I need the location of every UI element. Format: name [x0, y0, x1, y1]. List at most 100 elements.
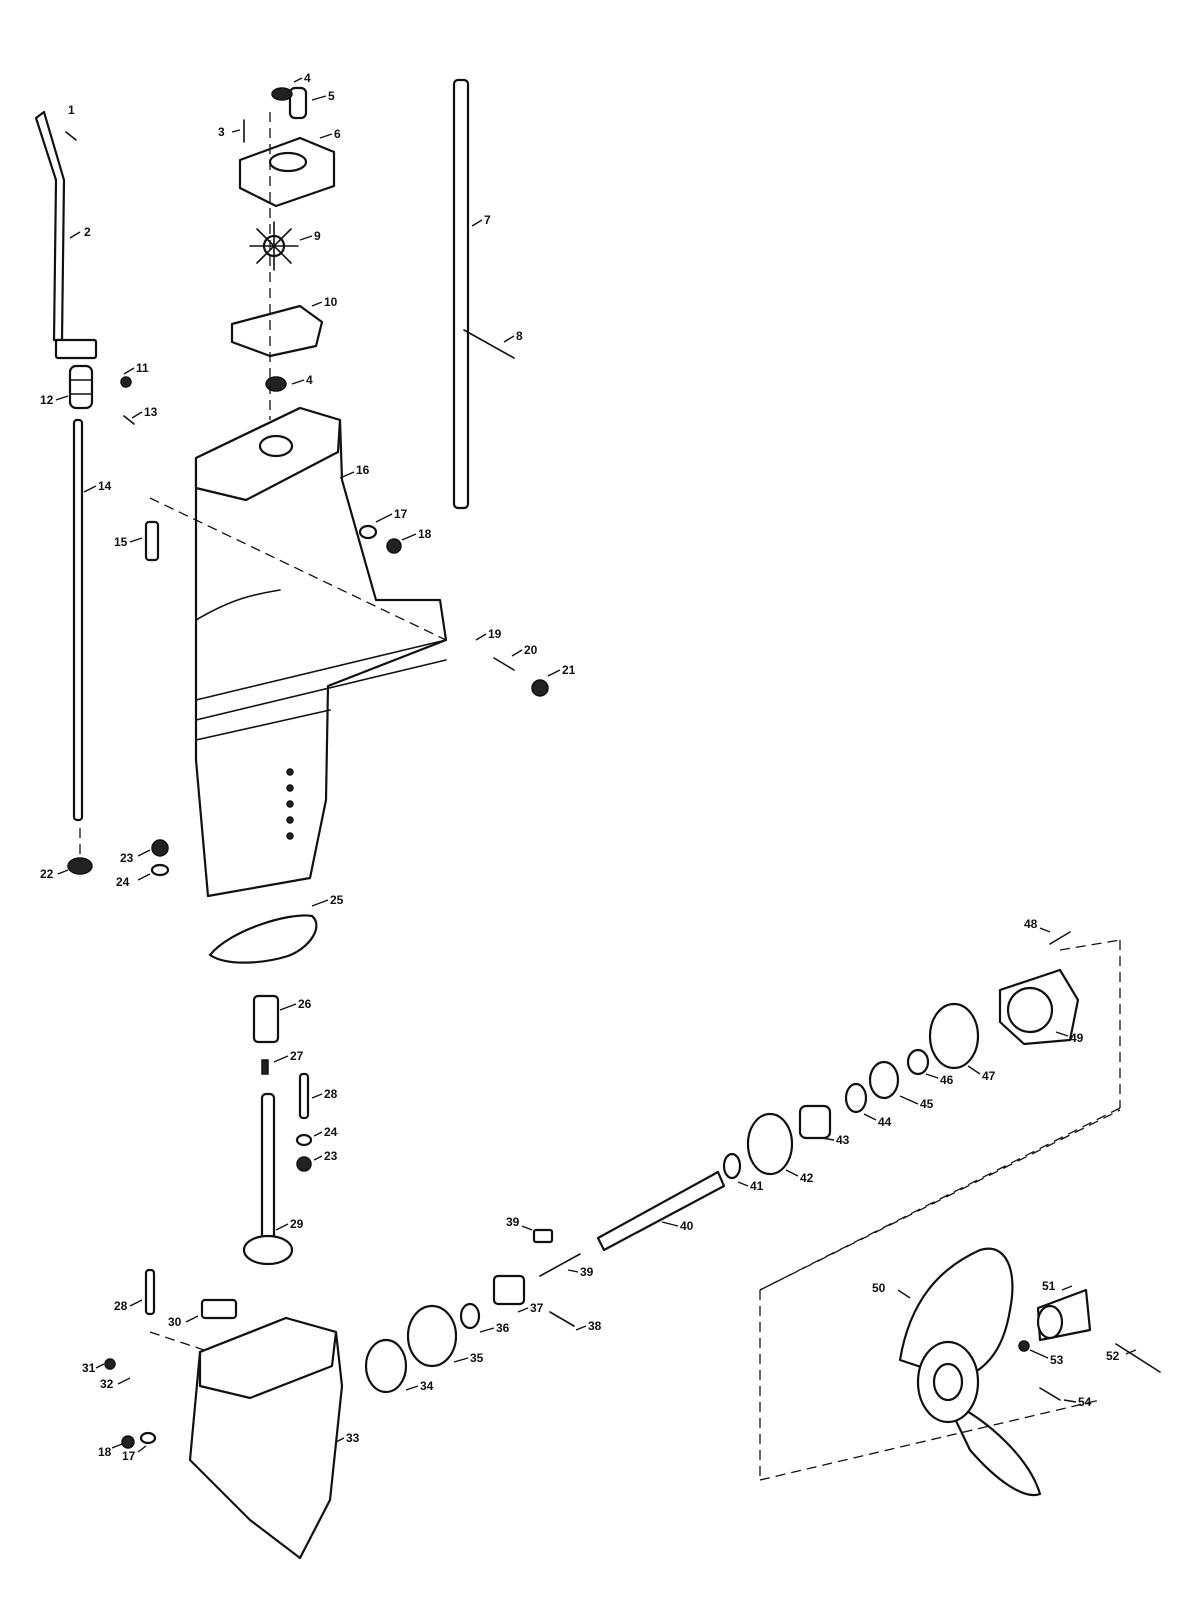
svg-text:46: 46: [940, 1073, 954, 1087]
screw-27: [261, 1059, 269, 1075]
callout-50: 50: [872, 1281, 911, 1299]
svg-text:30: 30: [168, 1315, 182, 1329]
stud-7: [452, 78, 470, 510]
svg-text:27: 27: [290, 1049, 304, 1063]
washer-44: [844, 1082, 868, 1114]
callout-4b: 4: [291, 373, 313, 387]
screw-11: [120, 376, 132, 388]
callout-17b: 17: [122, 1445, 147, 1463]
nut-23a: [151, 839, 169, 857]
callout-29: 29: [275, 1217, 304, 1231]
svg-text:8: 8: [516, 329, 523, 343]
callout-45: 45: [899, 1095, 934, 1111]
callout-12: 12: [40, 393, 69, 407]
washer-17: [358, 524, 378, 540]
pin-13: [123, 415, 135, 425]
callout-23b: 23: [313, 1149, 338, 1163]
callout-42: 42: [785, 1169, 814, 1185]
callout-6: 6: [319, 127, 341, 141]
callout-52: 52: [1106, 1349, 1137, 1363]
seal-4-top: [271, 87, 293, 101]
spacer-51: [1036, 1288, 1092, 1342]
svg-text:19: 19: [488, 627, 502, 641]
svg-text:10: 10: [324, 295, 338, 309]
plate-10: [230, 304, 324, 358]
gearcase-33: [188, 1316, 344, 1560]
callout-28b: 28: [114, 1299, 143, 1313]
gasket-25: [208, 914, 318, 964]
plug-18b: [121, 1435, 135, 1449]
svg-text:31: 31: [82, 1361, 96, 1375]
svg-text:17: 17: [394, 507, 408, 521]
washer-41: [722, 1152, 742, 1180]
svg-text:45: 45: [920, 1097, 934, 1111]
svg-text:48: 48: [1024, 917, 1038, 931]
callout-36: 36: [479, 1321, 510, 1335]
svg-text:33: 33: [346, 1431, 360, 1445]
callout-9: 9: [299, 229, 321, 243]
water-pump-housing-6: [238, 136, 336, 208]
cotter-52: [1115, 1343, 1161, 1373]
svg-text:4: 4: [306, 373, 313, 387]
callout-35: 35: [453, 1351, 484, 1365]
callout-14: 14: [83, 479, 112, 493]
callout-25: 25: [311, 893, 344, 907]
callout-41: 41: [737, 1179, 764, 1193]
svg-text:50: 50: [872, 1281, 886, 1295]
callout-28a: 28: [311, 1087, 338, 1101]
pin-8: [463, 329, 515, 359]
bearing-cup-34: [364, 1338, 408, 1394]
callout-21: 21: [547, 663, 576, 677]
svg-text:34: 34: [420, 1379, 434, 1393]
callout-26: 26: [279, 997, 312, 1011]
washer-36: [459, 1302, 481, 1330]
seal-46: [906, 1048, 930, 1076]
svg-text:44: 44: [878, 1115, 892, 1129]
callout-31: 31: [82, 1361, 105, 1375]
stud-28a: [298, 1072, 310, 1120]
callout-2: 2: [69, 225, 91, 239]
svg-text:24: 24: [324, 1125, 338, 1139]
callout-39b: 39: [567, 1265, 594, 1279]
svg-text:9: 9: [314, 229, 321, 243]
svg-text:4: 4: [304, 71, 311, 85]
callout-47: 47: [967, 1065, 996, 1083]
stud-28b: [144, 1268, 156, 1316]
plug-21: [531, 679, 549, 697]
svg-text:17: 17: [122, 1449, 136, 1463]
svg-text:20: 20: [524, 643, 538, 657]
callout-10: 10: [311, 295, 338, 309]
callout-15: 15: [114, 535, 143, 549]
callout-38: 38: [575, 1319, 602, 1333]
bearing-45: [868, 1060, 900, 1100]
callout-51: 51: [1042, 1279, 1073, 1293]
svg-text:23: 23: [324, 1149, 338, 1163]
svg-text:7: 7: [484, 213, 491, 227]
svg-text:6: 6: [334, 127, 341, 141]
callout-11: 11: [123, 361, 149, 375]
callout-19: 19: [475, 627, 502, 641]
svg-text:28: 28: [114, 1299, 128, 1313]
svg-text:2: 2: [84, 225, 91, 239]
callout-3: 3: [218, 125, 241, 139]
callout-39a: 39: [506, 1215, 533, 1231]
washer-24a: [150, 863, 170, 877]
svg-text:51: 51: [1042, 1279, 1056, 1293]
callout-46: 46: [925, 1073, 954, 1087]
svg-text:23: 23: [120, 851, 134, 865]
callout-54: 54: [1063, 1395, 1092, 1409]
shift-rod-lower: [72, 418, 84, 822]
svg-text:25: 25: [330, 893, 344, 907]
callout-4a: 4: [293, 71, 311, 85]
grommet-22: [67, 857, 93, 875]
nut-23b: [296, 1156, 312, 1172]
svg-text:37: 37: [530, 1301, 544, 1315]
svg-text:43: 43: [836, 1133, 850, 1147]
svg-text:42: 42: [800, 1171, 814, 1185]
washer-24b: [295, 1133, 313, 1147]
svg-text:21: 21: [562, 663, 576, 677]
forward-gear-35: [406, 1304, 458, 1368]
clutch-37: [492, 1274, 526, 1306]
svg-text:14: 14: [98, 479, 112, 493]
callout-16: 16: [339, 463, 370, 479]
